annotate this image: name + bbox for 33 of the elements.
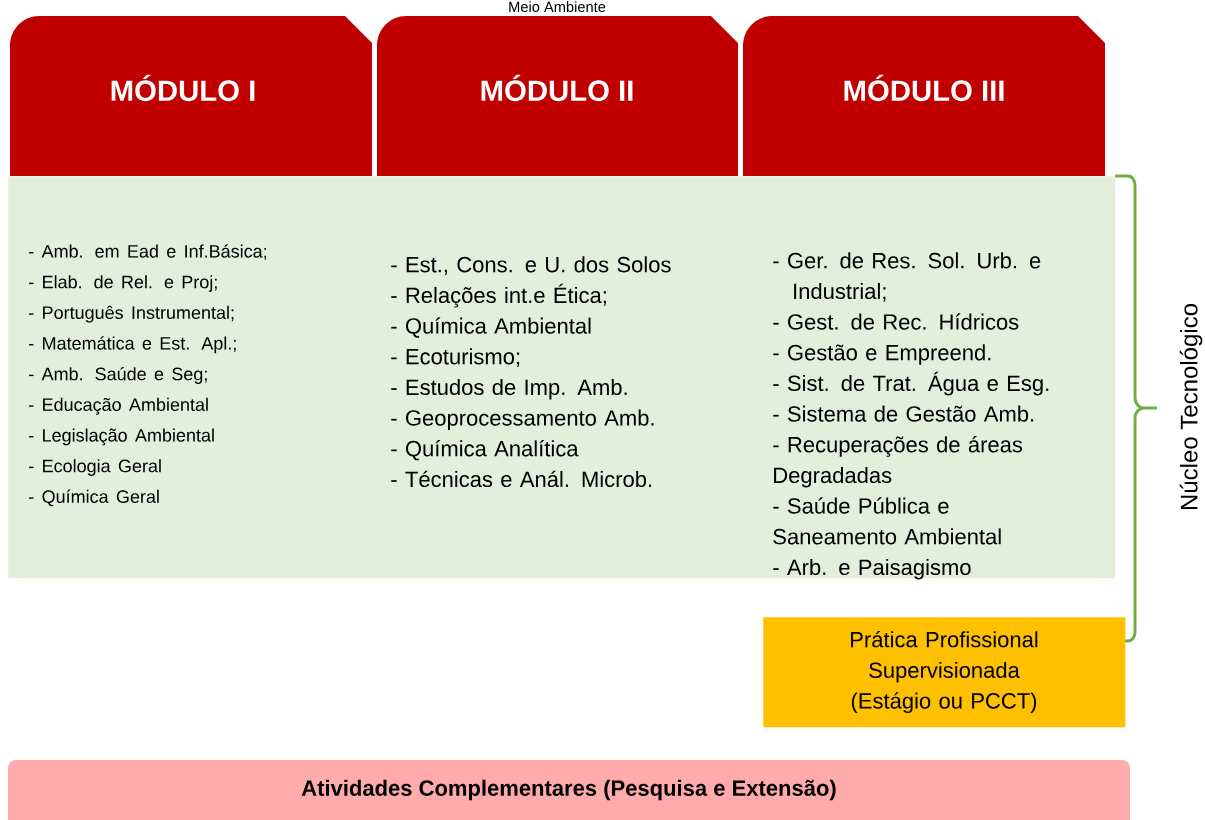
list-item: - Ecologia Geral	[29, 459, 161, 476]
list-item: - Elab. de Rel. e Proj;	[29, 275, 217, 292]
list-item: - Educação Ambiental	[29, 397, 208, 415]
list-item: - Português Instrumental;	[29, 305, 234, 323]
side-label: Núcleo Tecnológico	[1179, 304, 1203, 510]
list-item: - Relações int.e Ética;	[391, 283, 606, 308]
list-item: - Sist. de Trat. Água e Esg.	[773, 371, 1049, 396]
list-item: - Matemática e Est. Apl.;	[29, 336, 236, 354]
list-item: - Química Ambiental	[391, 317, 591, 338]
module-tab: MÓDULO III	[743, 16, 1105, 176]
title: Meio Ambiente	[509, 1, 606, 13]
list-item: - Arb. e Paisagismo	[773, 558, 971, 580]
activities-bar: Atividades Complementares (Pesquisa e Extensão)	[8, 760, 1130, 820]
list-item: - Gest. de Rec. Hídricos	[773, 313, 1019, 330]
list-item: - Saúde Pública e Saneamento Ambiental	[773, 497, 1001, 545]
list-item: - Amb. Saúde e Seg;	[29, 366, 207, 384]
list-item: - Gestão e Empreend.	[773, 344, 991, 365]
list-item: - Recuperações de áreas Degradadas	[773, 436, 1023, 488]
list-item: - Técnicas e Anál. Microb.	[391, 470, 652, 488]
list-item: - Química Analítica	[391, 440, 579, 461]
list-item: - Est., Cons. e U. dos Solos	[391, 256, 671, 276]
list-item: - Química Geral	[29, 489, 159, 507]
course-panel	[8, 176, 1116, 580]
module-tab: MÓDULO I	[10, 16, 372, 176]
list-item: - Legislação Ambiental	[29, 428, 214, 446]
list-item: - Ecoturismo;	[391, 348, 520, 368]
list-item: - Ger. de Res. Sol. Urb. e Industrial;	[773, 252, 1041, 302]
list-item: - Geoprocessamento Amb.	[391, 409, 654, 431]
list-item: - Sistema de Gestão Amb.	[773, 405, 1034, 422]
list-item: - Amb. em Ead e Inf.Básica;	[29, 244, 267, 260]
internship-box: Prática Profissional Supervisionada (Estágio ou PCCT)	[763, 617, 1126, 728]
list-item: - Estudos de Imp. Amb.	[391, 378, 627, 400]
module-tab: MÓDULO II	[377, 16, 738, 176]
